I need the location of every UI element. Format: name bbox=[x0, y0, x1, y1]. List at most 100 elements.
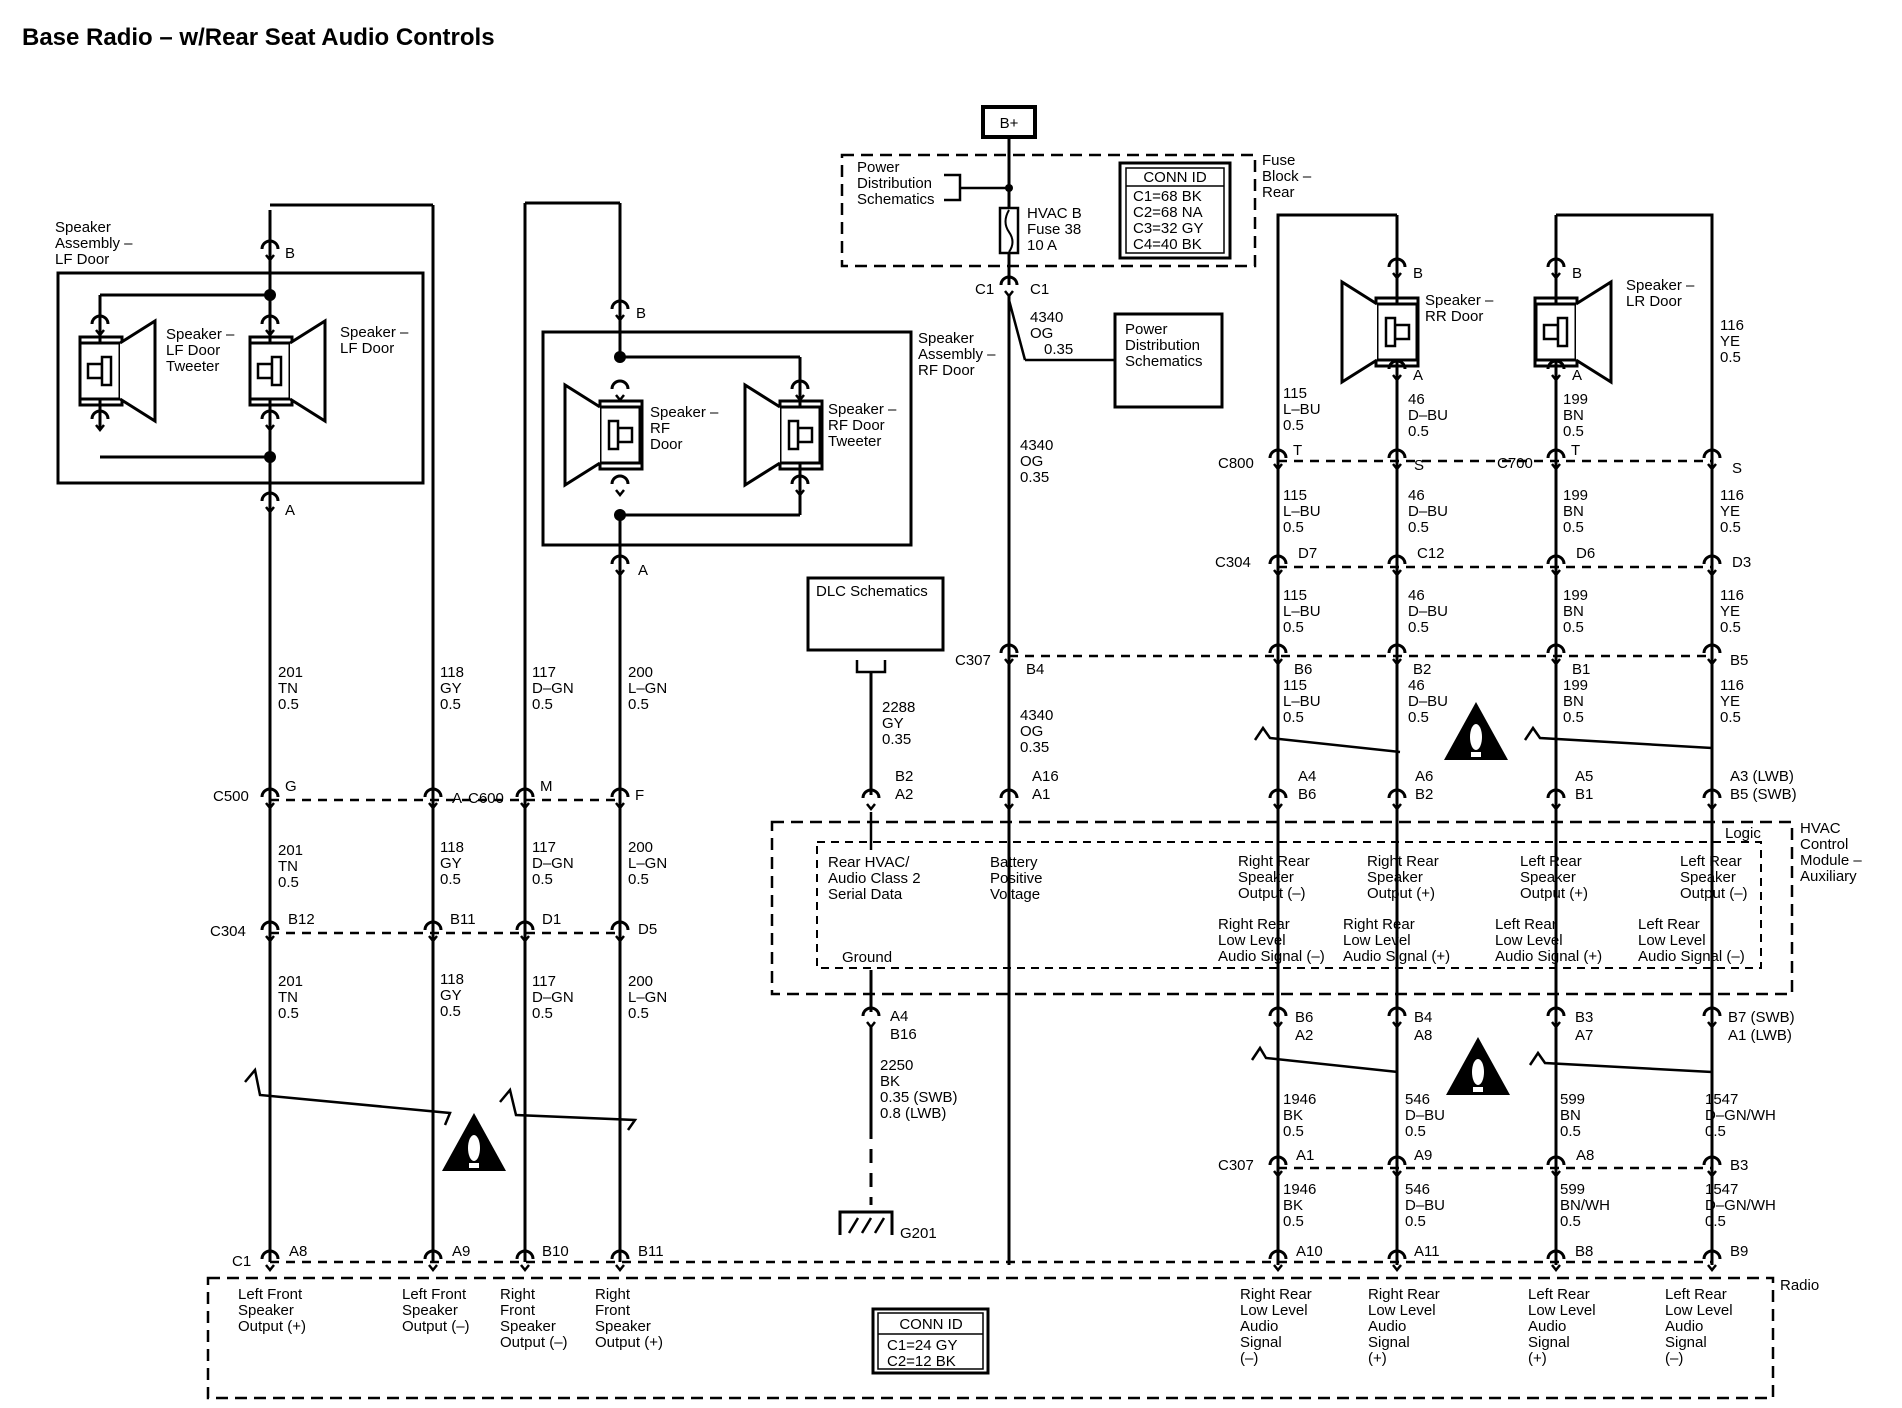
page-title: Base Radio – w/Rear Seat Audio Controls bbox=[22, 24, 495, 51]
svg-text:A1: A1 bbox=[1032, 786, 1050, 803]
svg-text:A8: A8 bbox=[1414, 1027, 1432, 1044]
svg-text:C1: C1 bbox=[232, 1253, 251, 1270]
svg-text:D5: D5 bbox=[638, 921, 657, 938]
svg-text:C700: C700 bbox=[1497, 455, 1533, 472]
svg-text:A2: A2 bbox=[1295, 1027, 1313, 1044]
svg-text:A: A bbox=[1572, 367, 1582, 384]
fuse-label: HVAC B Fuse 38 10 A bbox=[1027, 205, 1086, 254]
fuse-block-pds-ref: Power Distribution Schematics bbox=[857, 159, 936, 208]
hvac-control-module: Logic HVAC Control Module – Auxiliary Re… bbox=[770, 812, 1862, 996]
lf-speaker-assembly: Speaker Assembly – LF Door Speaker – LF … bbox=[55, 210, 425, 519]
svg-text:B6: B6 bbox=[1295, 1009, 1313, 1026]
svg-text:Speaker –LR Door: Speaker –LR Door bbox=[1626, 277, 1695, 310]
svg-text:C800: C800 bbox=[1218, 455, 1254, 472]
svg-text:Logic: Logic bbox=[1725, 825, 1761, 842]
svg-text:D3: D3 bbox=[1732, 554, 1751, 571]
svg-text:D1: D1 bbox=[542, 911, 561, 928]
svg-text:B16: B16 bbox=[890, 1026, 917, 1043]
svg-text:A8: A8 bbox=[289, 1243, 307, 1260]
svg-text:CONN ID: CONN ID bbox=[899, 1316, 963, 1333]
svg-text:C12: C12 bbox=[1417, 545, 1445, 562]
pin-label: A bbox=[638, 562, 648, 579]
svg-text:A: A bbox=[452, 790, 462, 807]
svg-text:M: M bbox=[540, 778, 553, 795]
svg-text:C500: C500 bbox=[213, 788, 249, 805]
svg-text:T: T bbox=[1571, 442, 1580, 459]
ground-g201-icon: G201 bbox=[900, 1225, 937, 1242]
svg-text:Radio: Radio bbox=[1780, 1277, 1819, 1294]
svg-text:A4: A4 bbox=[890, 1008, 908, 1025]
svg-text:46D–BU0.5: 46D–BU0.5 bbox=[1408, 487, 1448, 536]
svg-text:CONN ID: CONN ID bbox=[1143, 169, 1207, 186]
fuse-block-rear: B+ Fuse Block – Rear Power Distribution … bbox=[840, 105, 1315, 298]
svg-text:46D–BU0.5: 46D–BU0.5 bbox=[1408, 391, 1448, 440]
svg-text:B6: B6 bbox=[1298, 786, 1316, 803]
pin-label: B bbox=[636, 305, 646, 322]
svg-text:B1: B1 bbox=[1572, 661, 1590, 678]
svg-text:A16: A16 bbox=[1032, 768, 1059, 785]
svg-text:C307: C307 bbox=[955, 652, 991, 669]
svg-text:B11: B11 bbox=[450, 911, 476, 928]
lf-assembly-label: Speaker Assembly – LF Door bbox=[55, 219, 137, 268]
svg-text:B12: B12 bbox=[288, 911, 315, 928]
svg-text:A9: A9 bbox=[1414, 1147, 1432, 1164]
svg-text:46D–BU0.5: 46D–BU0.5 bbox=[1408, 587, 1448, 636]
svg-text:B4: B4 bbox=[1414, 1009, 1432, 1026]
svg-text:B11: B11 bbox=[638, 1243, 664, 1260]
svg-text:B10: B10 bbox=[542, 1243, 569, 1260]
svg-text:A9: A9 bbox=[452, 1243, 470, 1260]
svg-text:B8: B8 bbox=[1575, 1243, 1593, 1260]
lf-tweeter-label: Speaker – LF Door Tweeter bbox=[166, 326, 239, 375]
svg-text:Speaker –RR Door: Speaker –RR Door bbox=[1425, 292, 1494, 325]
fuse-block-label: Fuse Block – Rear bbox=[1262, 152, 1315, 201]
svg-text:A3 (LWB): A3 (LWB) bbox=[1730, 768, 1794, 785]
svg-text:B6: B6 bbox=[1294, 661, 1312, 678]
hvac-top-pins: A4 B6 A6 B2 A5 B1 A3 (LWB) B5 (SWB) bbox=[1268, 768, 1797, 811]
svg-text:Ground: Ground bbox=[842, 949, 892, 966]
svg-text:A6: A6 bbox=[1415, 768, 1433, 785]
svg-text:A10: A10 bbox=[1296, 1243, 1323, 1260]
svg-text:A8: A8 bbox=[1576, 1147, 1594, 1164]
svg-text:C1: C1 bbox=[1030, 281, 1049, 298]
svg-text:B7 (SWB): B7 (SWB) bbox=[1728, 1009, 1795, 1026]
svg-text:C600: C600 bbox=[468, 790, 504, 807]
svg-text:A1: A1 bbox=[1296, 1147, 1314, 1164]
svg-text:S: S bbox=[1732, 460, 1742, 477]
rf-speaker-assembly: Speaker Assembly – RF Door Speaker – RF … bbox=[541, 330, 996, 547]
svg-text:B2: B2 bbox=[895, 768, 913, 785]
svg-text:C307: C307 bbox=[1218, 1157, 1254, 1174]
pin-label: A bbox=[285, 502, 295, 519]
svg-text:46D–BU0.5: 46D–BU0.5 bbox=[1408, 677, 1448, 726]
